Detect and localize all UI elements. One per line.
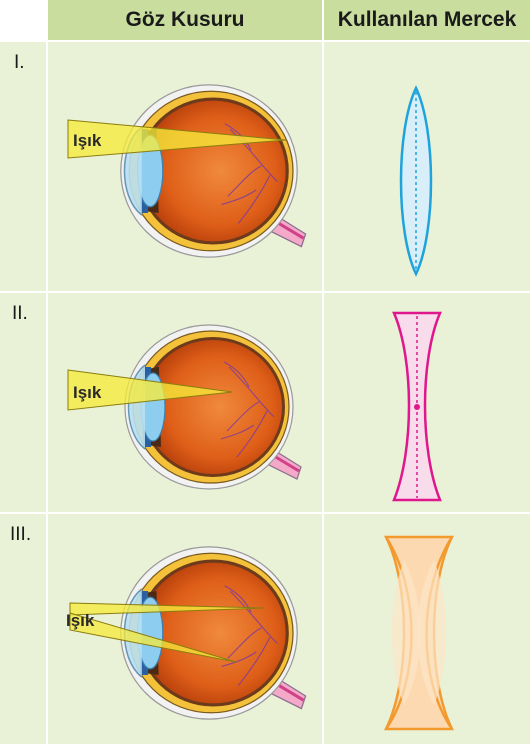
concave-lens — [394, 313, 440, 500]
light-label-1: Işık — [73, 131, 102, 150]
light-label-2: Işık — [73, 383, 102, 402]
light-label-3: Işık — [66, 611, 95, 630]
convex-lens — [401, 88, 431, 274]
eye-diagram-2 — [125, 325, 301, 489]
cylindrical-lens — [386, 537, 452, 729]
eye-diagram-1 — [121, 85, 306, 257]
eye-diagram-3 — [121, 547, 306, 719]
